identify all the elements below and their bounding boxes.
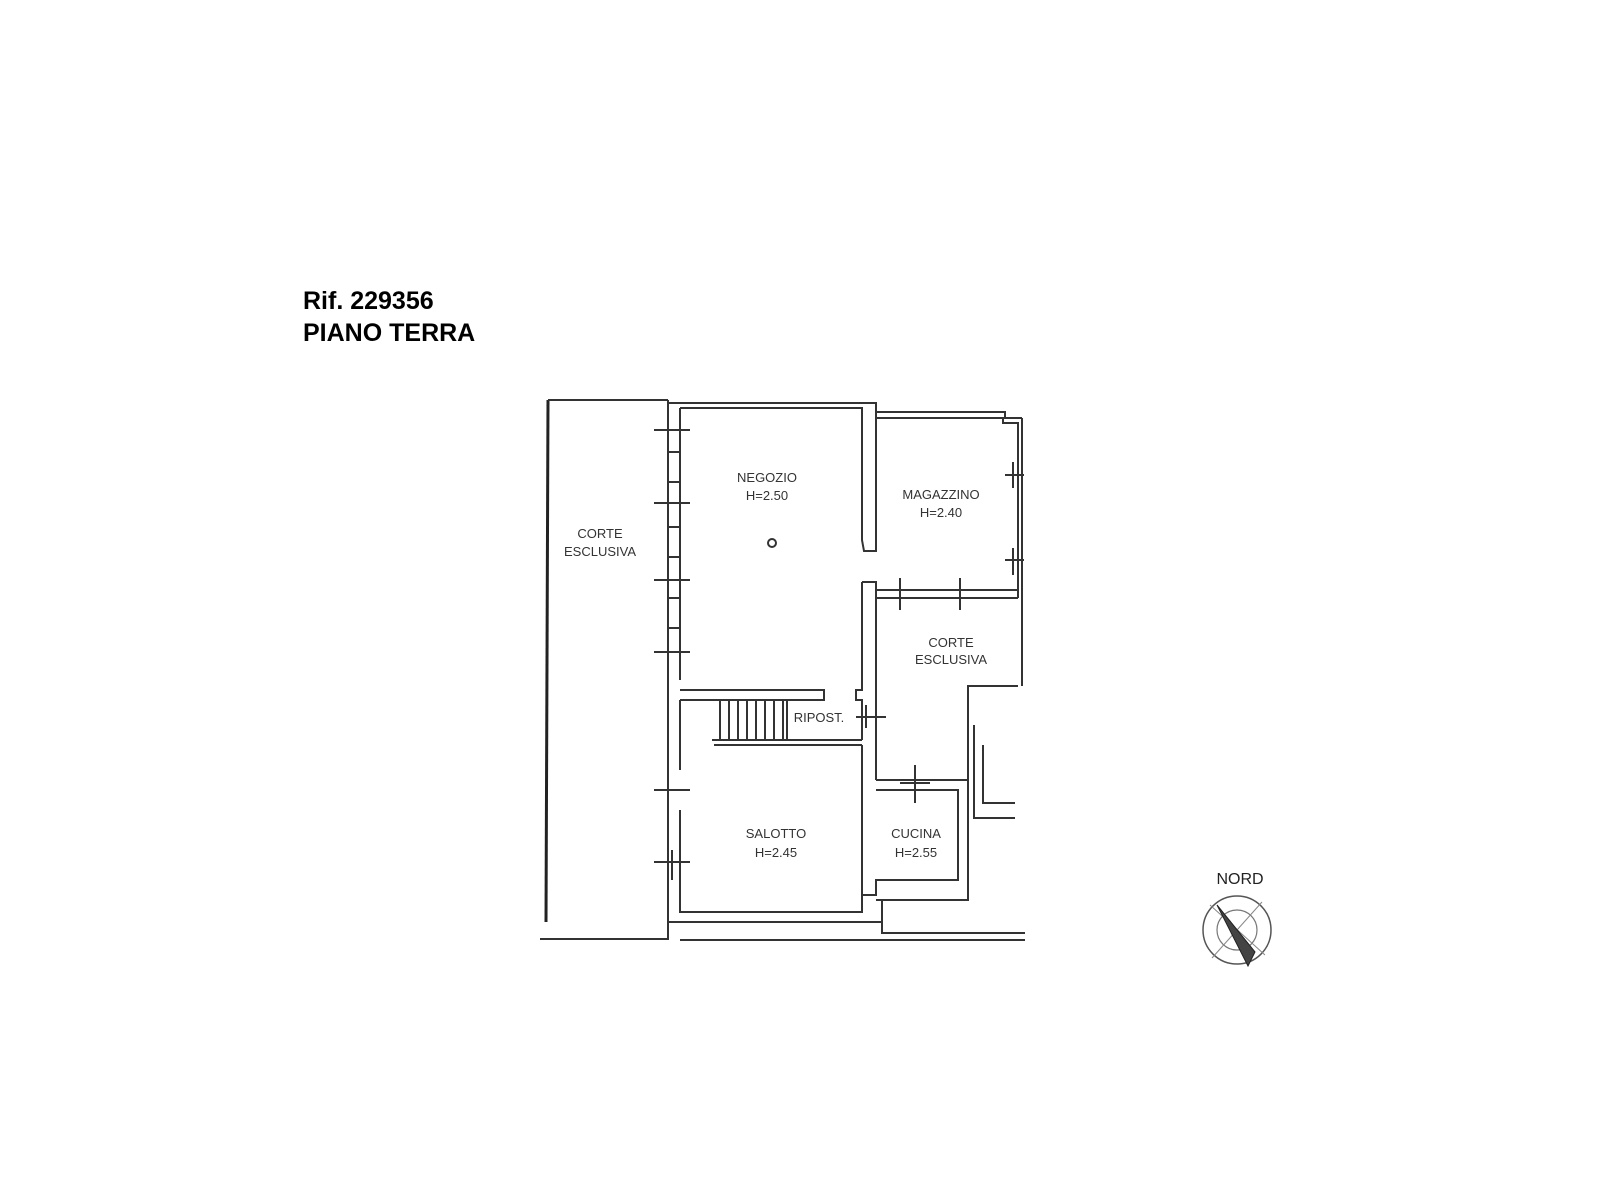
column-marker	[767, 538, 777, 548]
walls	[540, 399, 1025, 941]
corte-left-line1: CORTE	[577, 526, 623, 541]
floor-title: PIANO TERRA	[303, 319, 476, 347]
cucina-label: CUCINA	[891, 826, 941, 841]
salotto-height: H=2.45	[755, 845, 797, 860]
ripostiglio-label: RIPOST.	[794, 710, 845, 725]
north-arrow-icon	[1202, 895, 1272, 968]
salotto-label: SALOTTO	[746, 826, 806, 841]
cucina-height: H=2.55	[895, 845, 937, 860]
magazzino-label: MAGAZZINO	[902, 487, 979, 502]
magazzino-height: H=2.40	[920, 505, 962, 520]
reference-number: Rif. 229356	[303, 287, 434, 315]
negozio-height: H=2.50	[746, 488, 788, 503]
corte-right-line1: CORTE	[928, 635, 974, 650]
compass-label: NORD	[1216, 871, 1263, 888]
compass: NORD	[1202, 871, 1272, 968]
corte-left-line2: ESCLUSIVA	[564, 544, 636, 559]
corte-right-line2: ESCLUSIVA	[915, 652, 987, 667]
negozio-label: NEGOZIO	[737, 470, 797, 485]
